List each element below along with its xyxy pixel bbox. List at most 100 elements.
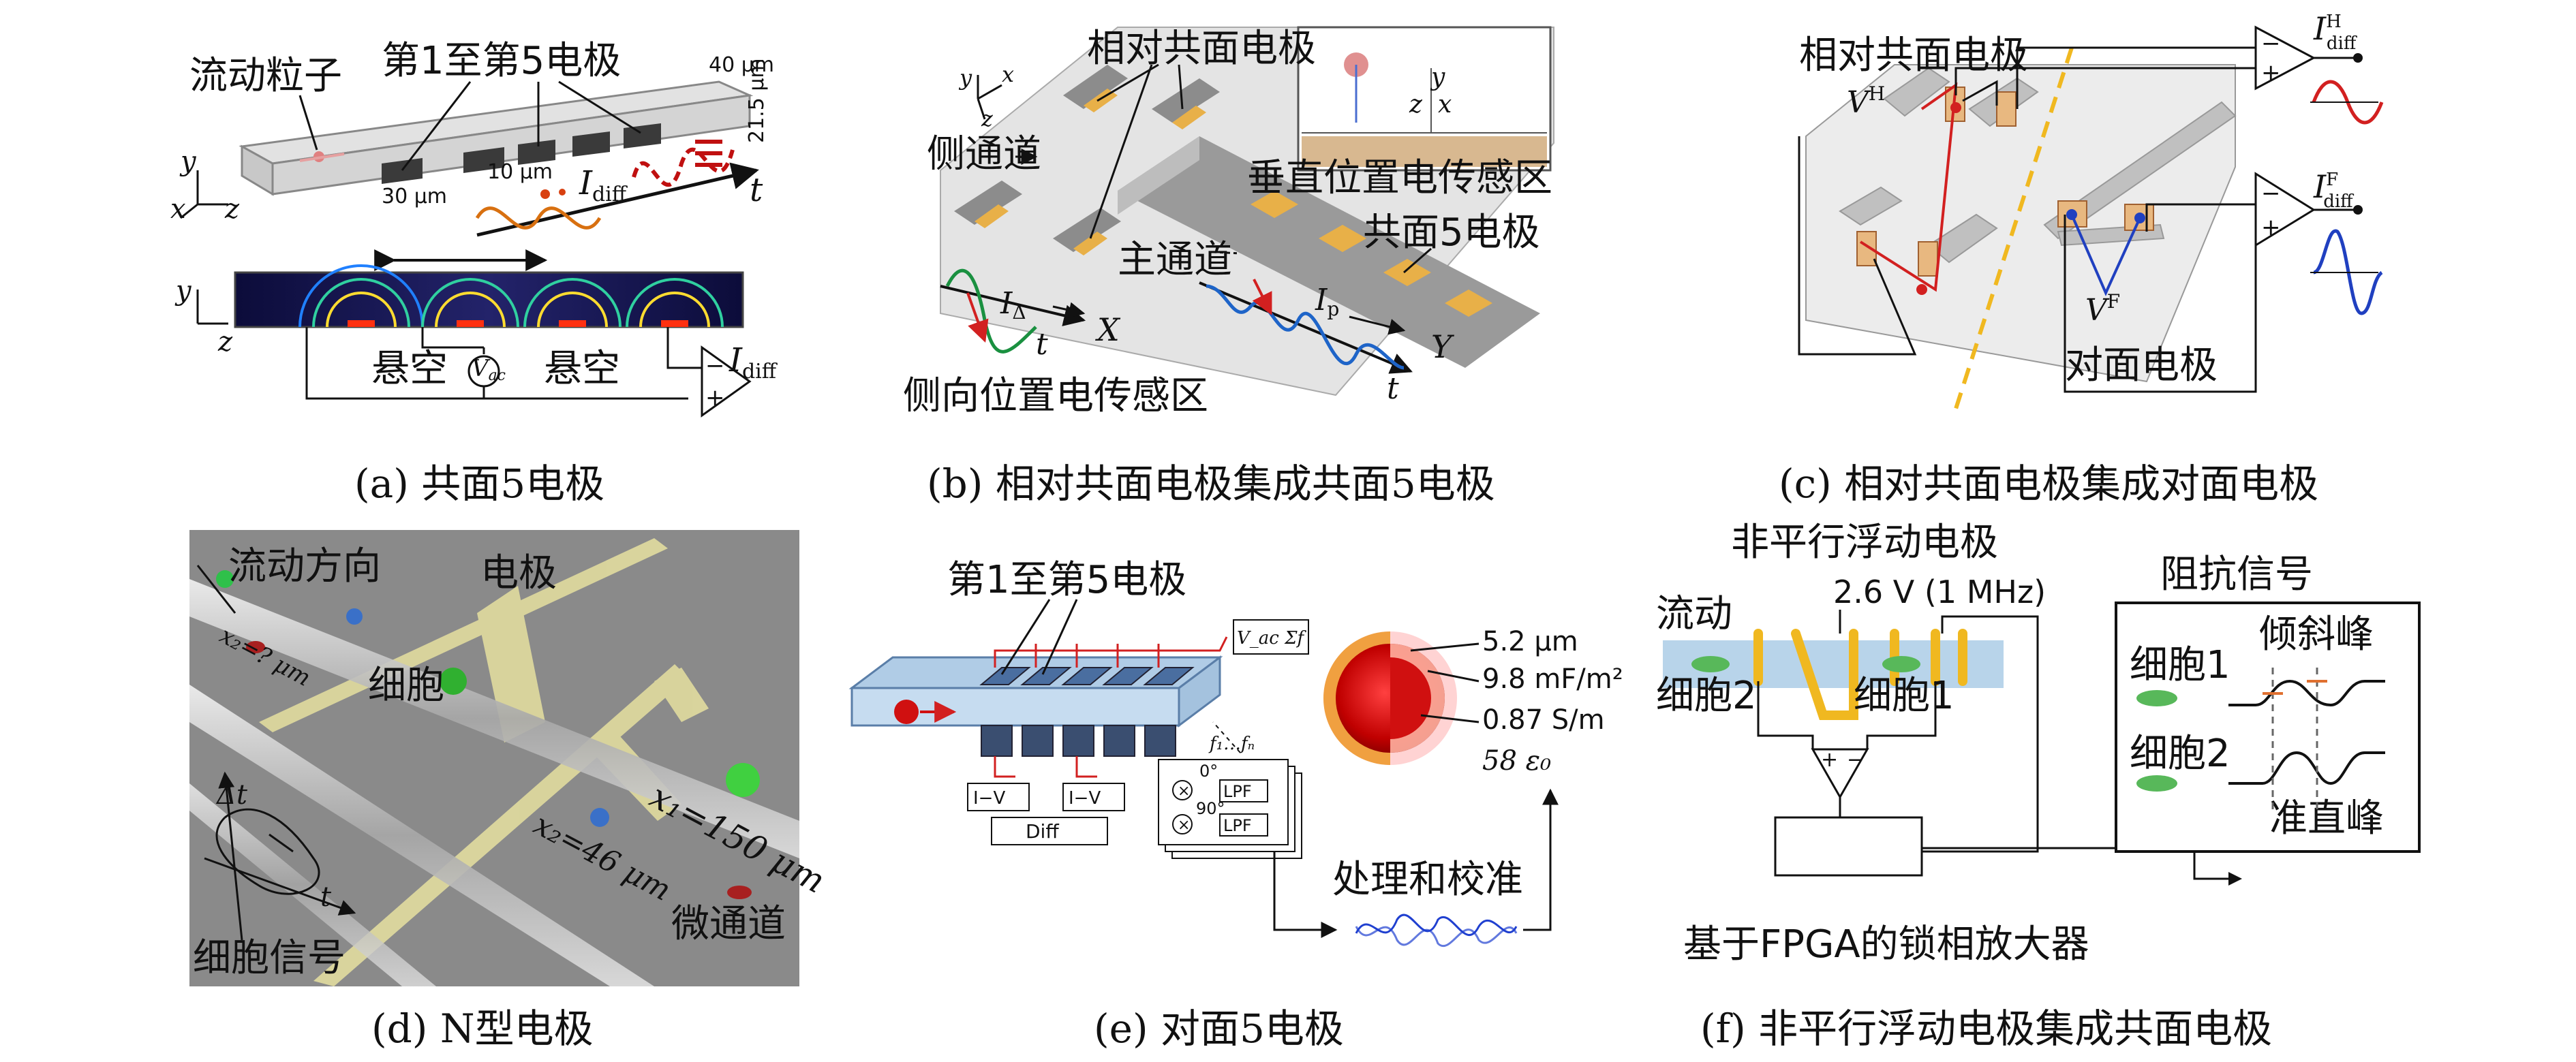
impedance-signals bbox=[2228, 679, 2385, 785]
svg-text:X: X bbox=[1095, 311, 1121, 348]
electrodes-a bbox=[382, 123, 661, 184]
svg-text:I−V: I−V bbox=[1069, 788, 1101, 809]
svg-text:+: + bbox=[2261, 214, 2281, 241]
svg-text:−: − bbox=[1847, 748, 1864, 772]
electrode-d: 电极 bbox=[480, 551, 557, 595]
processed-waves bbox=[1355, 913, 1518, 948]
svg-text:LPF: LPF bbox=[1223, 782, 1252, 801]
floating-right: 悬空 bbox=[544, 347, 620, 391]
svg-text:y: y bbox=[1430, 63, 1445, 91]
svg-text:y: y bbox=[179, 146, 197, 177]
svg-text:VH: VH bbox=[1847, 82, 1885, 120]
fpga-label: 基于FPGA的锁相放大器 bbox=[1683, 922, 2089, 967]
circuit-c bbox=[1798, 25, 2316, 393]
i-diff-arrow bbox=[476, 162, 759, 237]
svg-text:IΔ: IΔ bbox=[1000, 286, 1026, 324]
svg-text:t: t bbox=[1387, 371, 1399, 406]
i-diff-label: Idiff bbox=[579, 164, 628, 206]
svg-text:y: y bbox=[174, 275, 192, 307]
svg-text:×: × bbox=[1178, 817, 1190, 834]
electrodes-1-5-label: 第1至第5电极 bbox=[382, 39, 621, 83]
cell-signal-plot bbox=[204, 771, 356, 941]
svg-text:Ip: Ip bbox=[1315, 283, 1339, 320]
svg-text:x: x bbox=[1002, 61, 1014, 87]
axes-a-bottom bbox=[196, 290, 228, 325]
dim-40: 40 μm bbox=[709, 53, 774, 77]
svg-text:t: t bbox=[1036, 327, 1048, 362]
svg-text:VF: VF bbox=[2085, 290, 2120, 328]
i-diff-dashed bbox=[632, 147, 735, 187]
side-channels bbox=[954, 65, 1220, 252]
svg-text:z: z bbox=[217, 326, 233, 358]
i-diff-circuit: Idiff bbox=[729, 341, 778, 384]
cond-0-87: 0.87 S/m bbox=[1482, 704, 1605, 736]
vertical-sensing: 垂直位置电传感区 bbox=[1247, 156, 1552, 200]
svg-text:x: x bbox=[170, 193, 186, 225]
panel-a: 流动粒子 第1至第5电极 40 μm 21.5 μm 10 μm 30 μm y… bbox=[170, 39, 778, 507]
panel-f: 非平行浮动电极 流动 细胞2 细胞1 2.6 V (1 MHz) + − 基于F… bbox=[1656, 520, 2421, 1052]
signal-chain-e bbox=[967, 759, 1302, 859]
impedance-box bbox=[2115, 602, 2421, 853]
svg-text:Diff: Diff bbox=[1026, 820, 1059, 843]
field-lines bbox=[298, 264, 724, 328]
floating-left: 悬空 bbox=[371, 347, 448, 391]
dim-10: 10 μm bbox=[487, 160, 553, 184]
tilted-label: 倾斜峰 bbox=[2259, 612, 2374, 657]
panel-b: y z x y x z 相对共面电极 侧通道 垂直位置电传感区 共面5电极 主通… bbox=[903, 26, 1554, 507]
electrodes-1-5-e: 第1至第5电极 bbox=[947, 558, 1186, 602]
caption-e: (e) 对面5电极 bbox=[1094, 1005, 1344, 1052]
perm-58: 58 ε₀ bbox=[1482, 745, 1551, 777]
svg-text:I−V: I−V bbox=[973, 788, 1005, 809]
svg-text:Y: Y bbox=[1431, 328, 1455, 365]
r-5-2: 5.2 μm bbox=[1482, 626, 1578, 657]
cell2-r: 细胞2 bbox=[2130, 732, 2230, 776]
panel-d: 流动方向 电极 细胞 x₂=? μm x₁=150 μm x₂=46 μm Δt… bbox=[189, 530, 831, 1052]
circuit-f bbox=[1757, 610, 2228, 880]
electrodes-b-gold bbox=[975, 89, 1492, 317]
straight-label: 准直峰 bbox=[2269, 796, 2384, 841]
svg-text:z: z bbox=[224, 193, 240, 225]
main-channel-label: 主通道 bbox=[1118, 238, 1232, 282]
svg-text:90°: 90° bbox=[1196, 799, 1225, 818]
flowing-particle-label: 流动粒子 bbox=[189, 54, 342, 98]
chip-c bbox=[1805, 64, 2236, 383]
dim-30: 30 μm bbox=[382, 185, 447, 208]
cell2-f: 细胞2 bbox=[1656, 674, 1757, 718]
electrodes-e-bottom bbox=[981, 725, 1176, 757]
caption-d: (d) N型电极 bbox=[371, 1005, 594, 1052]
svg-text:−: − bbox=[705, 352, 725, 379]
svg-text:y: y bbox=[958, 65, 972, 91]
svg-text:LPF: LPF bbox=[1223, 816, 1252, 835]
svg-text:f₁…fₙ: f₁…fₙ bbox=[1208, 734, 1255, 754]
svg-text:z: z bbox=[1409, 91, 1423, 119]
cell-model bbox=[1323, 631, 1457, 765]
svg-text:x: x bbox=[1438, 91, 1452, 119]
caption-c: (c) 相对共面电极集成对面电极 bbox=[1779, 460, 2318, 507]
svg-text:t: t bbox=[750, 171, 763, 209]
svg-text:z: z bbox=[981, 106, 994, 131]
cap-9-8: 9.8 mF/m² bbox=[1482, 663, 1623, 695]
svg-text:+: + bbox=[1821, 748, 1838, 772]
svg-text:−: − bbox=[2261, 180, 2281, 207]
svg-text:−: − bbox=[2261, 30, 2281, 57]
svg-text:V_ac Σf: V_ac Σf bbox=[1237, 628, 1306, 649]
coplanar-5-b: 共面5电极 bbox=[1363, 210, 1540, 255]
cell-e bbox=[894, 700, 919, 724]
caption-b: (b) 相对共面电极集成共面5电极 bbox=[927, 460, 1495, 507]
relative-coplanar-c: 相对共面电极 bbox=[1799, 33, 2028, 78]
impedance-label: 阻抗信号 bbox=[2160, 552, 2313, 597]
dashed-axis-c bbox=[1954, 47, 2074, 409]
lateral-sensing: 侧向位置电传感区 bbox=[903, 374, 1208, 418]
flow-direction: 流动方向 bbox=[228, 544, 381, 589]
i-p-wave bbox=[1206, 284, 1405, 370]
svg-text:+: + bbox=[705, 384, 725, 411]
red-wires-e bbox=[994, 636, 1228, 778]
circuit-a bbox=[305, 327, 752, 418]
i-diff-orange bbox=[475, 206, 602, 230]
microchannel-label: 微通道 bbox=[671, 902, 786, 946]
panel-e: 第1至第5电极 V_ac Σf I−V I−V Diff LPF LPF 0° … bbox=[848, 558, 1623, 1052]
relative-coplanar-b: 相对共面电极 bbox=[1087, 27, 1316, 71]
svg-text:t: t bbox=[320, 881, 332, 913]
